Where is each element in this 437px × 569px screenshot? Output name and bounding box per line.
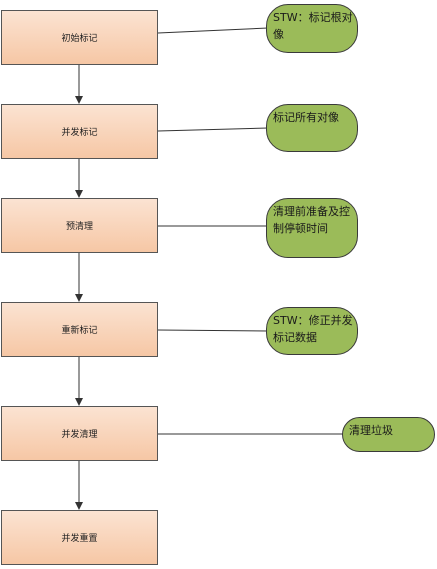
note-preclean-text: 清理前准备及控制停顿时间 bbox=[273, 205, 350, 235]
link-concurrent-mark-note bbox=[157, 127, 269, 132]
note-initial-mark-text: STW：标记根对像 bbox=[273, 11, 353, 41]
link-initial-mark-note bbox=[157, 27, 269, 34]
note-initial-mark: STW：标记根对像 bbox=[266, 4, 358, 53]
note-remark-text: STW：修正并发标记数据 bbox=[273, 314, 353, 344]
note-remark: STW：修正并发标记数据 bbox=[266, 307, 358, 355]
note-concurrent-mark-text: 标记所有对像 bbox=[273, 111, 339, 124]
note-concurrent-sweep-text: 清理垃圾 bbox=[349, 424, 393, 437]
note-concurrent-mark: 标记所有对像 bbox=[266, 104, 358, 152]
link-remark-note bbox=[157, 329, 269, 332]
note-concurrent-sweep: 清理垃圾 bbox=[342, 417, 435, 452]
step-concurrent-mark: 并发标记 bbox=[1, 104, 158, 159]
note-preclean: 清理前准备及控制停顿时间 bbox=[266, 198, 358, 258]
step-concurrent-sweep: 并发清理 bbox=[1, 406, 158, 461]
step-concurrent-reset: 并发重置 bbox=[1, 510, 158, 565]
step-preclean: 预清理 bbox=[1, 198, 158, 253]
step-initial-mark: 初始标记 bbox=[1, 10, 158, 65]
step-remark: 重新标记 bbox=[1, 302, 158, 357]
